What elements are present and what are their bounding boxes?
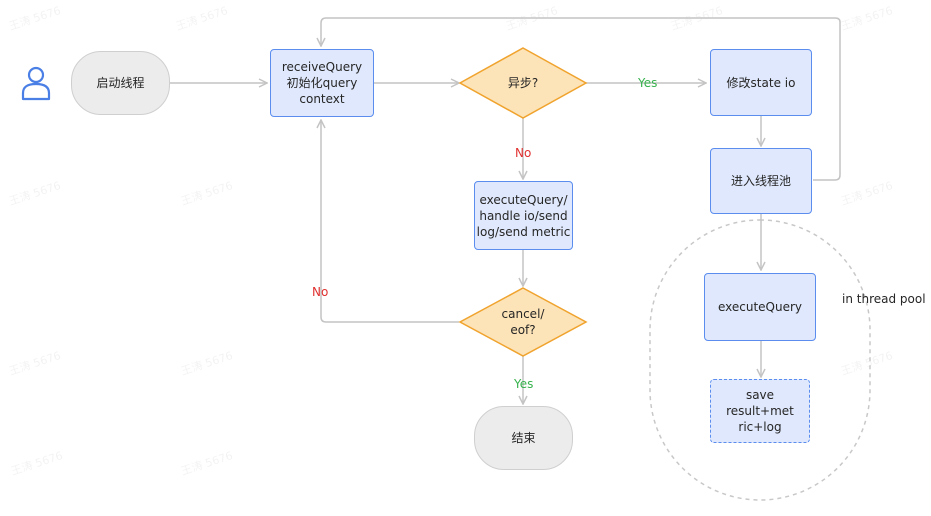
user-icon [21, 66, 51, 101]
edge-label-no-async: No [515, 146, 532, 160]
start-node: 启动线程 [71, 51, 170, 115]
execute-query-node: executeQuery/ handle io/send log/send me… [474, 181, 573, 250]
end-node: 结束 [474, 406, 573, 470]
cancel-decision-label: cancel/ eof? [501, 307, 545, 337]
modify-state-node: 修改state io [710, 49, 812, 116]
thread-pool-group [649, 219, 871, 501]
edge-label-no-cancel: No [312, 285, 329, 299]
async-decision-shape [458, 47, 588, 119]
async-decision-label: 异步? [507, 76, 539, 90]
execute-query-pool-node: executeQuery [704, 273, 816, 341]
edge-label-yes-async: Yes [638, 76, 658, 90]
cancel-decision-shape [458, 287, 588, 357]
receive-query-node: receiveQuery 初始化query context [270, 49, 374, 117]
thread-pool-label: in thread pool [842, 292, 926, 306]
edge-label-yes-cancel: Yes [514, 377, 534, 391]
edge-cancel-receive [321, 120, 459, 323]
enter-pool-node: 进入线程池 [710, 148, 812, 214]
save-result-node: save result+met ric+log [710, 379, 810, 443]
edge-enterpool-receive [321, 17, 841, 181]
